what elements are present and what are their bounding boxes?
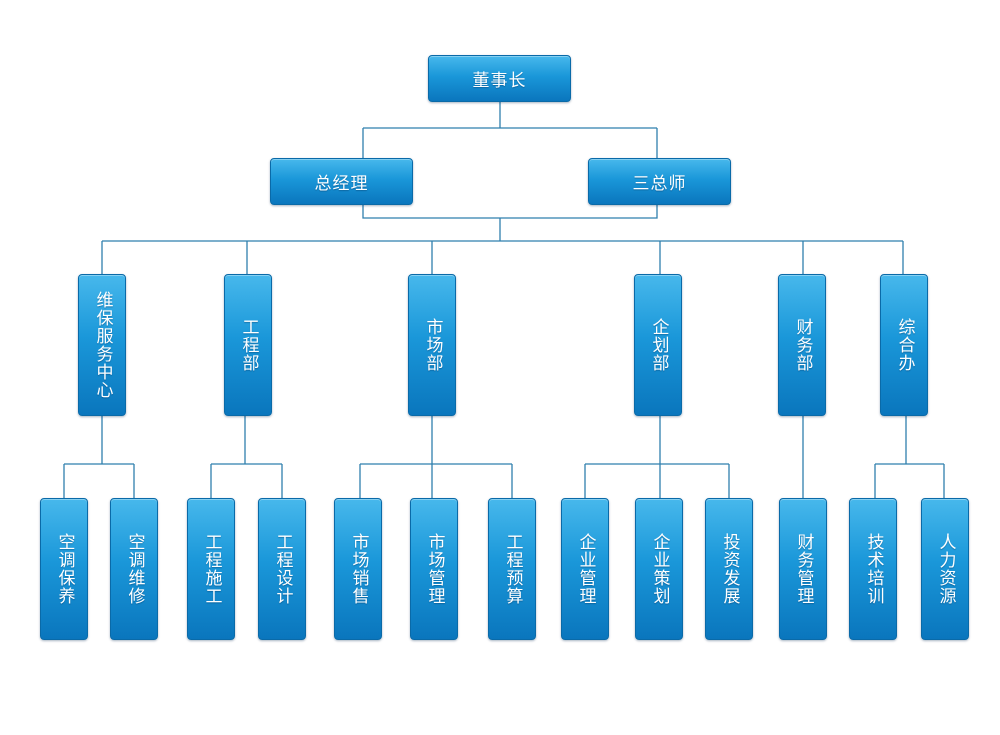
node-sub-unit[interactable]: 空调维修 <box>110 498 158 640</box>
node-sub-unit[interactable]: 技术培训 <box>849 498 897 640</box>
node-sub-unit[interactable]: 投资发展 <box>705 498 753 640</box>
node-dept-general-office[interactable]: 综合办 <box>880 274 928 416</box>
node-sub-unit[interactable]: 工程预算 <box>488 498 536 640</box>
node-label: 投资发展 <box>719 533 740 605</box>
node-sub-unit[interactable]: 企业策划 <box>635 498 683 640</box>
node-label: 技术培训 <box>863 533 884 605</box>
node-sub-unit[interactable]: 工程施工 <box>187 498 235 640</box>
node-label: 维保服务中心 <box>92 291 113 399</box>
node-label: 工程施工 <box>201 533 222 605</box>
node-label: 财务部 <box>792 318 813 372</box>
node-label: 董事长 <box>472 71 527 91</box>
node-label: 人力资源 <box>935 533 956 605</box>
node-sub-unit[interactable]: 企业管理 <box>561 498 609 640</box>
node-sub-unit[interactable]: 市场管理 <box>410 498 458 640</box>
node-sub-unit[interactable]: 财务管理 <box>779 498 827 640</box>
node-label: 综合办 <box>894 318 915 372</box>
node-sub-unit[interactable]: 人力资源 <box>921 498 969 640</box>
node-dept-planning[interactable]: 企划部 <box>634 274 682 416</box>
node-label: 财务管理 <box>793 533 814 605</box>
node-label: 企划部 <box>648 318 669 372</box>
node-label: 企业策划 <box>649 533 670 605</box>
node-chief-engineers[interactable]: 三总师 <box>588 158 731 205</box>
node-label: 市场销售 <box>348 533 369 605</box>
node-label: 市场管理 <box>424 533 445 605</box>
node-label: 工程预算 <box>502 533 523 605</box>
node-general-manager[interactable]: 总经理 <box>270 158 413 205</box>
node-dept-maintenance-center[interactable]: 维保服务中心 <box>78 274 126 416</box>
node-dept-marketing[interactable]: 市场部 <box>408 274 456 416</box>
node-label: 工程部 <box>238 318 259 372</box>
node-sub-unit[interactable]: 工程设计 <box>258 498 306 640</box>
node-sub-unit[interactable]: 空调保养 <box>40 498 88 640</box>
node-label: 企业管理 <box>575 533 596 605</box>
node-sub-unit[interactable]: 市场销售 <box>334 498 382 640</box>
node-dept-engineering[interactable]: 工程部 <box>224 274 272 416</box>
node-label: 三总师 <box>632 174 687 194</box>
node-label: 空调维修 <box>124 533 145 605</box>
node-label: 总经理 <box>314 174 369 194</box>
node-label: 空调保养 <box>54 533 75 605</box>
node-label: 市场部 <box>422 318 443 372</box>
node-chairman[interactable]: 董事长 <box>428 55 571 102</box>
node-label: 工程设计 <box>272 533 293 605</box>
node-dept-finance[interactable]: 财务部 <box>778 274 826 416</box>
